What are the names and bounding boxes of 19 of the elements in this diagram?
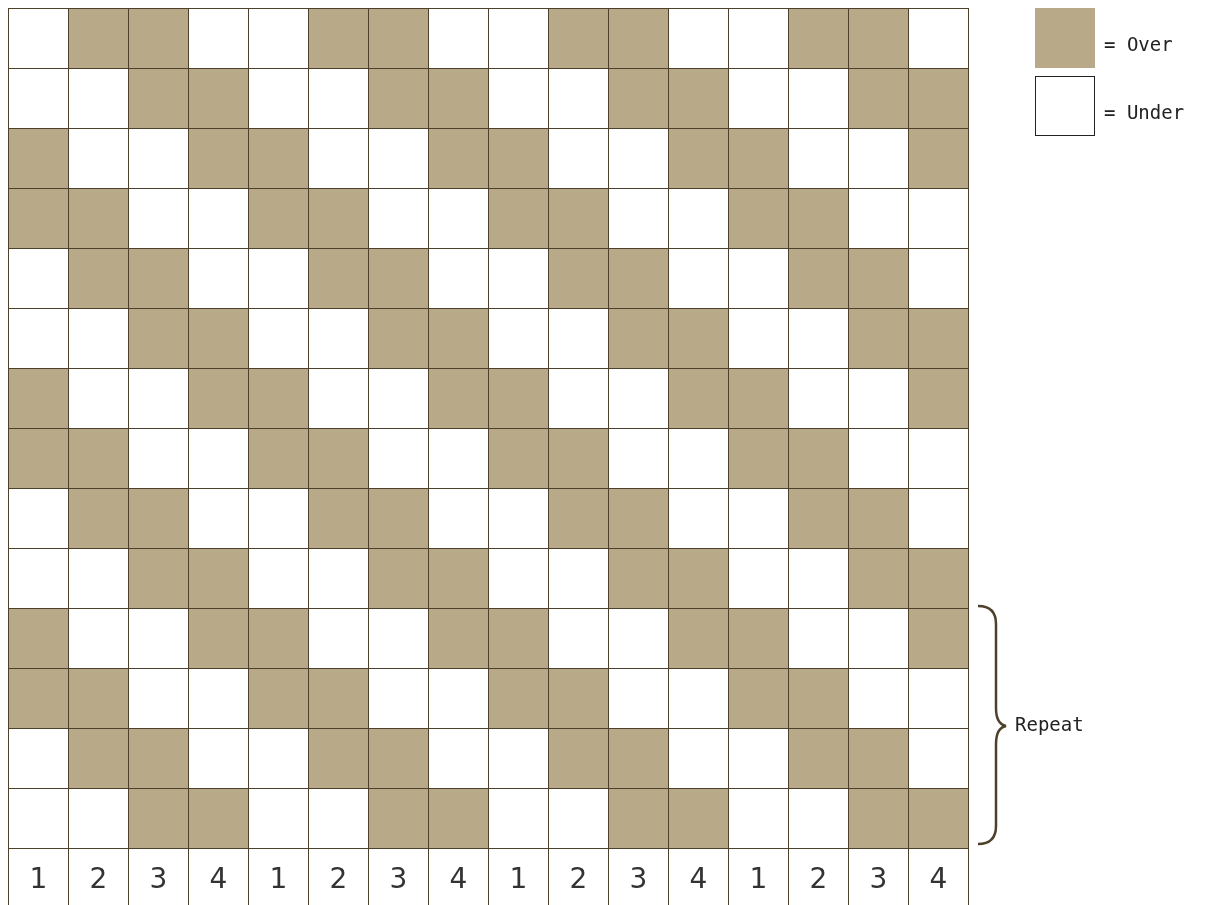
repeat-label: Repeat: [1015, 713, 1084, 735]
column-number: 4: [669, 849, 728, 905]
column-number: 3: [369, 849, 428, 905]
column-number: 3: [849, 849, 908, 905]
column-number: 1: [729, 849, 788, 905]
column-number: 1: [249, 849, 308, 905]
column-number: 2: [69, 849, 128, 905]
column-number: 2: [549, 849, 608, 905]
legend-label: = Over: [1104, 32, 1173, 56]
column-number: 4: [189, 849, 248, 905]
column-number: 1: [489, 849, 548, 905]
column-number: 2: [789, 849, 848, 905]
column-number: 3: [129, 849, 188, 905]
column-number: 4: [429, 849, 488, 905]
column-number: 2: [309, 849, 368, 905]
column-number: 3: [609, 849, 668, 905]
legend-label: = Under: [1104, 100, 1185, 124]
column-number: 4: [909, 849, 968, 905]
column-number: 1: [9, 849, 68, 905]
